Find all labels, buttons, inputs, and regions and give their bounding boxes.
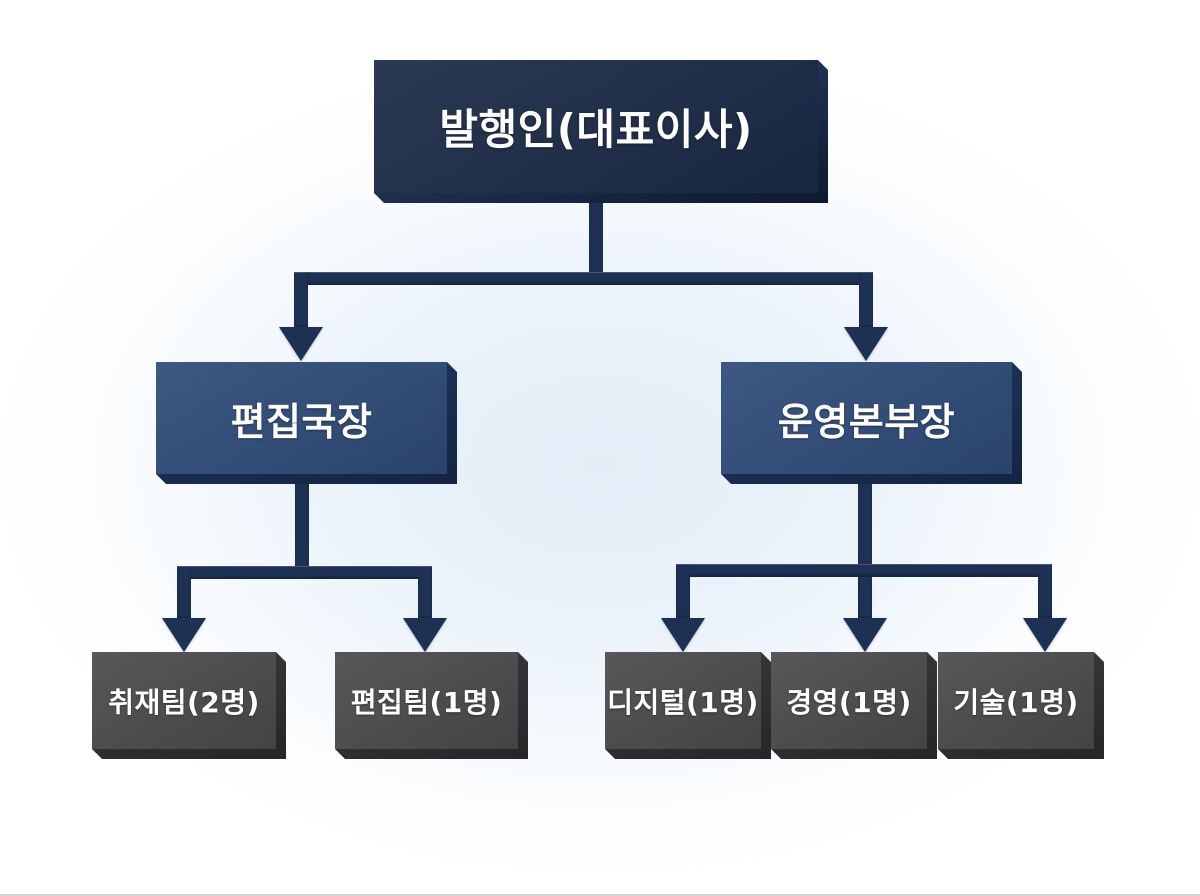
org-node-management-team: 경영(1명) [771,652,937,759]
org-node-technology-team-label: 기술(1명) [938,652,1094,749]
connector-operations-arm-right [1038,564,1052,619]
arrow-to-digital-icon [661,618,705,652]
org-node-digital-team: 디지털(1명) [605,652,771,759]
org-node-management-team-label: 경영(1명) [771,652,927,749]
org-node-technology-team: 기술(1명) [938,652,1104,759]
org-node-editor-in-chief-label: 편집국장 [156,362,447,474]
org-node-editing-team-label: 편집팀(1명) [335,652,518,749]
org-node-operations-hq-head-label: 운영본부장 [721,362,1012,474]
connector-editor-stub [295,470,309,579]
connector-operations-arm-left [676,564,690,619]
org-node-publisher-label: 발행인(대표이사) [374,60,818,193]
org-node-operations-hq-head: 운영본부장 [721,362,1022,484]
arrow-to-editor-icon [279,327,323,361]
connector-right-arm [859,272,873,328]
connector-operations-hline [676,564,1052,577]
arrow-to-technology-icon [1023,618,1067,652]
connector-operations-stub [858,470,872,619]
org-node-digital-team-label: 디지털(1명) [605,652,761,749]
arrow-to-management-icon [843,618,887,652]
connector-left-arm [294,272,308,328]
connector-level1-hline [294,272,873,285]
org-node-editing-team: 편집팀(1명) [335,652,528,759]
arrow-to-editing-icon [403,618,447,652]
connector-editor-arm-right [418,566,432,619]
org-node-publisher: 발행인(대표이사) [374,60,828,203]
arrow-to-reporting-icon [162,618,206,652]
bottom-edge-line [0,894,1200,896]
org-node-reporting-team-label: 취재팀(2명) [92,652,276,749]
arrow-to-operations-icon [844,327,888,361]
connector-root-stub [589,193,603,285]
org-node-reporting-team: 취재팀(2명) [92,652,286,759]
connector-editor-arm-left [177,566,191,619]
connector-editor-hline [177,566,432,579]
org-node-editor-in-chief: 편집국장 [156,362,457,484]
